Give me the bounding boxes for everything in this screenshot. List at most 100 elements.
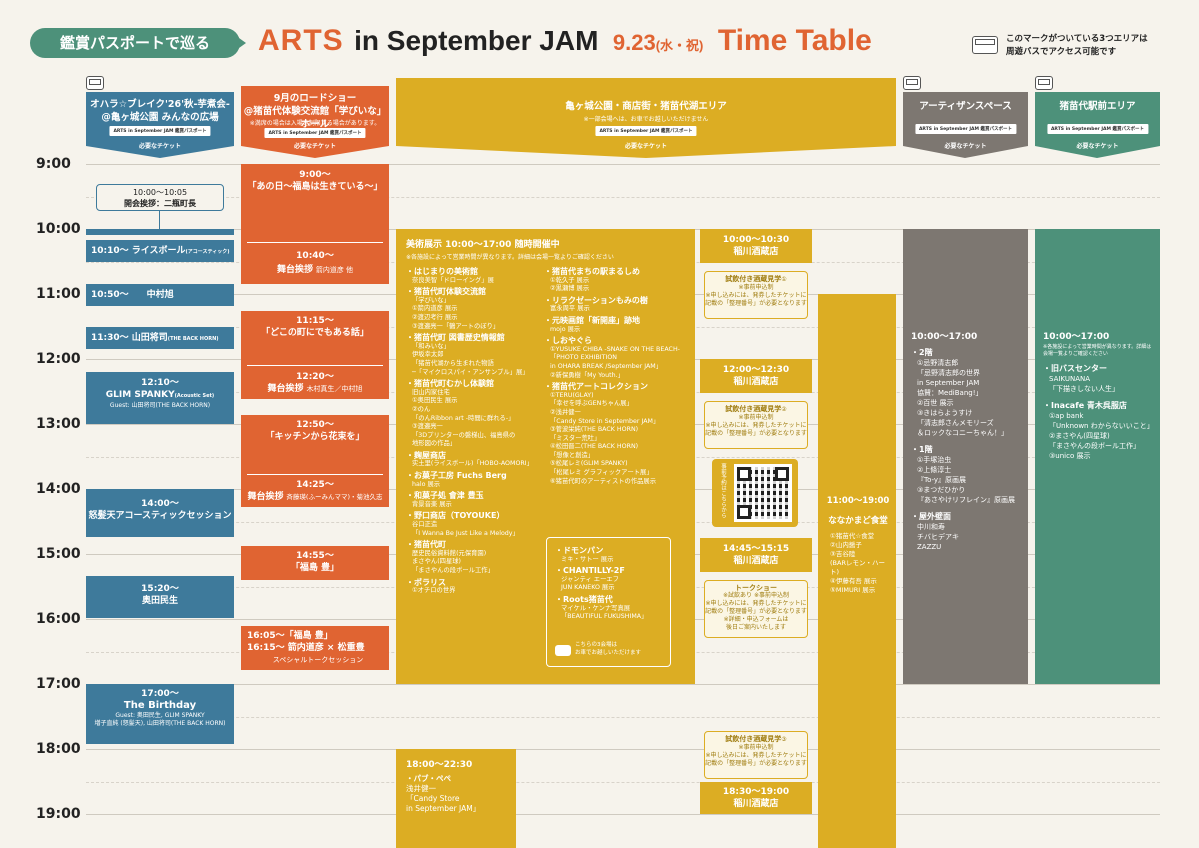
opening-time: 10:00～10:05 bbox=[132, 188, 188, 197]
event-title: 怒髪天アコースティックセッション bbox=[88, 511, 232, 521]
list-item: ⑥猪苗代町のアーティストの作品展示 bbox=[550, 477, 657, 485]
header-col-artisan: アーティザンスペース ARTS in September JAM 鑑賞パスポート bbox=[903, 92, 1028, 146]
qr-code-icon[interactable] bbox=[734, 464, 792, 522]
film-title: 「どこの町にでもある話」 bbox=[261, 328, 369, 338]
list-item: ①TERU(GLAY) bbox=[550, 391, 594, 399]
header-arrow bbox=[241, 146, 389, 158]
film-block: 14:55～ 「福島 豊」 bbox=[241, 546, 389, 580]
qr-box[interactable]: 事前予約はこちらから bbox=[712, 459, 798, 527]
list-item: ・麹屋商店 bbox=[406, 450, 446, 460]
event-guest: 増子直純 (怒髪天), 山田将司(THE BACK HORN) bbox=[94, 720, 226, 727]
evening-block: 18:00～22:30 ・パブ・ペペ 浅井健一 「Candy Store in … bbox=[396, 749, 516, 848]
film-time: 11:15～ bbox=[296, 316, 334, 326]
col2-title-1: 9月のロードショー bbox=[273, 93, 357, 104]
list-item: 「想像と創造」 bbox=[550, 451, 595, 459]
col3-title: 亀ヶ城公園・商店街・猪苗代湖エリア bbox=[565, 101, 727, 112]
sake-info-1: 試飲付き酒蔵見学① ※事前申込制 ※申し込みには、発券したチケットに 記載の「整… bbox=[704, 271, 808, 319]
evening-artist: 浅井健一 bbox=[406, 784, 436, 793]
list-item: ・猪苗代町むかし体験館 bbox=[406, 379, 494, 389]
list-item: 『To-y』原画展 bbox=[917, 476, 967, 484]
list-item: 協賛：MediBang!」 bbox=[917, 389, 983, 397]
car-icon bbox=[555, 645, 571, 656]
list-item: 伊坂幸太郎 bbox=[412, 351, 444, 359]
event-note: (THE BACK HORN) bbox=[167, 336, 219, 342]
film-block: 11:15～ 「どこの町にでもある話」 12:20～ 舞台挨拶 木村真生／中村旭 bbox=[241, 311, 389, 399]
list-item: ③菅波栄純(THE BACK HORN) bbox=[550, 426, 639, 434]
list-item: (BARレモン・ハート) bbox=[830, 559, 885, 576]
list-item: ・お菓子工房 Fuchs Berg bbox=[406, 471, 507, 481]
opening-connector bbox=[159, 211, 160, 229]
event-block: 10:50～ 中村旭 bbox=[86, 284, 234, 306]
list-item: 「忌野清志郎の世界 bbox=[917, 369, 980, 377]
list-item: 「ミスター荒吐」 bbox=[550, 434, 601, 442]
evening-venue: ・パブ・ペペ bbox=[406, 774, 451, 783]
list-item: ・野口商店（TOYOUKE） bbox=[406, 511, 505, 521]
sake-time: 18:30～19:00 bbox=[722, 787, 790, 797]
event-title: 10:50～ 中村旭 bbox=[91, 290, 174, 300]
list-item: ②新保勇樹「My Youth.」 bbox=[550, 371, 624, 379]
ticket-badge: ARTS in September JAM 鑑賞パスポート bbox=[595, 126, 697, 136]
bus-icon bbox=[1035, 76, 1053, 90]
car-note-1: こちらの3会場は bbox=[575, 642, 617, 648]
list-item: 「BEAUTIFUL FUKUSHIMA」 bbox=[561, 613, 648, 621]
list-item: ・和菓子処 會津 豊玉 bbox=[406, 491, 484, 501]
station-note: ※各施設によって営業時間が異なります。詳細は会場一覧よりご確認ください bbox=[1043, 344, 1152, 357]
header-col-roadshow: 9月のロードショー@猪苗代体験交流館「学びいな」ホール ※満席の場合は入場を制限… bbox=[241, 86, 389, 146]
film-time: 14:55～ bbox=[296, 551, 334, 561]
list-item: ④松田晋二(THE BACK HORN) bbox=[550, 443, 639, 451]
film-title: 「福島 豊」 bbox=[290, 563, 340, 573]
sake-block: 14:45～15:15 稲川酒蔵店 bbox=[700, 538, 812, 572]
list-item bbox=[1043, 394, 1152, 398]
sake-note: ※事前申込制 bbox=[738, 284, 774, 291]
list-item: ・屋外壁面 bbox=[911, 512, 951, 521]
list-item: ミキ・サトー 展示 bbox=[561, 555, 614, 563]
list-item: ①乾久子 展示 bbox=[550, 276, 590, 284]
title-date: 9.23 bbox=[612, 30, 656, 55]
time-label: 18:00 bbox=[36, 741, 81, 757]
list-item: JUN KANEKO 展示 bbox=[561, 584, 615, 592]
film-block: 9:00～ 「あの日～福島は生きている～」 10:40～ 舞台挨拶 箭内道彦 他 bbox=[241, 164, 389, 284]
list-item: マイケル・ケンナ写真展 bbox=[561, 604, 631, 612]
sake-note: ※事前申込制 bbox=[738, 744, 774, 751]
shokudo-time: 11:00～19:00 bbox=[826, 496, 890, 506]
list-item: ①猪苗代☆食堂 bbox=[830, 532, 875, 540]
opening-box: 10:00～10:05 開会挨拶：二瓶町長 bbox=[96, 184, 224, 211]
time-label: 12:00 bbox=[36, 351, 81, 367]
list-item bbox=[911, 438, 1020, 442]
time-label: 15:00 bbox=[36, 546, 81, 562]
list-item: 「和みいな」 bbox=[412, 342, 450, 350]
talk-line-3: スペシャルトークセッション bbox=[272, 656, 364, 664]
title-rest: in September JAM bbox=[354, 25, 599, 56]
film-title: 「あの日～福島は生きている～」 bbox=[247, 182, 383, 192]
event-block: 14:00～ 怒髪天アコースティックセッション bbox=[86, 489, 234, 537]
sake-info-num: ② bbox=[781, 406, 787, 413]
film-title: 「キッチンから花束を」 bbox=[265, 432, 365, 442]
list-item: ②浅井健一 bbox=[550, 408, 581, 416]
bus-icon bbox=[972, 36, 998, 54]
list-item: 「Unknown わからないいこと」 bbox=[1049, 422, 1154, 430]
list-item: ・しおやぐら bbox=[544, 336, 592, 346]
list-item: ・1階 bbox=[911, 445, 933, 454]
sake-info-num: ① bbox=[781, 276, 787, 283]
header-col-station: 猪苗代駅前エリア ARTS in September JAM 鑑賞パスポート bbox=[1035, 92, 1160, 146]
talk-line-2: 16:15～ 箭内道彦 × 松重豊 bbox=[247, 643, 365, 653]
talk-note: 記載の「整理番号」が必要となります bbox=[705, 608, 807, 615]
passport-pill: 鑑賞パスポートで巡る bbox=[30, 28, 240, 58]
greeting-title: 舞台挨拶 bbox=[267, 384, 304, 394]
event-title: 10:10～ ライスボール bbox=[91, 246, 186, 256]
list-item: ②黒瀬博 展示 bbox=[550, 285, 590, 293]
list-item: ⑤MIMURI 展示 bbox=[830, 586, 876, 594]
talk-info-title: トークショー bbox=[735, 584, 777, 592]
col6-title: アーティザンスペース bbox=[919, 101, 1012, 112]
time-label: 14:00 bbox=[36, 481, 81, 497]
col7-title: 猪苗代駅前エリア bbox=[1059, 101, 1136, 112]
list-item: ─「マイクロスパイ・アンサンブル」展」 bbox=[412, 368, 529, 376]
pill-arrow bbox=[232, 33, 246, 53]
talk-note: ※試飲あり ※事前申込制 bbox=[723, 592, 789, 599]
event-time: 17:00～ bbox=[141, 689, 179, 699]
talk-line-1: 16:05～「福島 豊」 bbox=[247, 631, 333, 641]
